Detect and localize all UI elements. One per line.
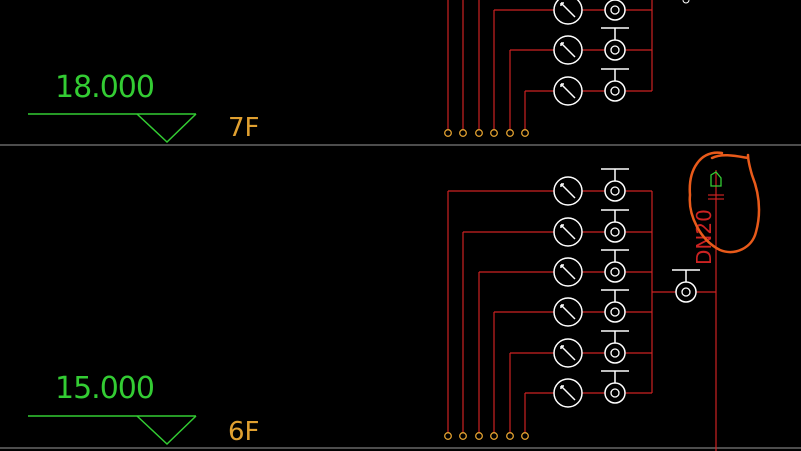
valve-icon xyxy=(601,289,629,323)
gauge-icon xyxy=(553,0,583,25)
valve-icon xyxy=(601,27,629,61)
valve-icon xyxy=(601,168,629,202)
valve-icon xyxy=(601,370,629,404)
gauge-needle xyxy=(560,345,576,361)
elevation-marker-6f: 15.000 6F xyxy=(28,371,260,447)
gauge-icon xyxy=(553,217,583,247)
pipe-end-icon xyxy=(490,129,498,137)
pipe-end-icon xyxy=(444,129,452,137)
elevation-text-6f: 15.000 xyxy=(55,371,154,406)
pipe-end-icon xyxy=(521,432,529,440)
valve-icon xyxy=(601,68,629,102)
elevation-marker-7f: 18.000 7F xyxy=(28,70,260,144)
fitting-body xyxy=(710,171,722,187)
elevation-text-7f: 18.000 xyxy=(55,70,154,105)
pipe-end-icon xyxy=(521,129,529,137)
gauge-icon xyxy=(553,76,583,106)
gauge-body xyxy=(553,0,583,25)
elevation-marker-icon xyxy=(136,113,197,144)
gauge-icon xyxy=(553,297,583,327)
valve-icon xyxy=(601,330,629,364)
valve-inner xyxy=(610,186,620,196)
gauge-needle xyxy=(560,264,576,280)
pipe-end-icon xyxy=(506,129,514,137)
gauge-icon xyxy=(553,338,583,368)
pipe-end-icon xyxy=(506,432,514,440)
gauge-needle xyxy=(560,224,576,240)
pipe-end-icon xyxy=(490,432,498,440)
valve-inner xyxy=(610,267,620,277)
elevation-marker-icon xyxy=(136,415,197,446)
valve-inner xyxy=(681,287,691,297)
valve-inner xyxy=(610,45,620,55)
gauge-needle xyxy=(560,42,576,58)
floor-label-7f: 7F xyxy=(228,113,260,143)
gauge-needle xyxy=(560,304,576,320)
revision-cloud-icon xyxy=(688,151,761,254)
floor-label-6f: 6F xyxy=(228,417,260,447)
ball-valve-icon xyxy=(672,269,700,303)
valve-icon xyxy=(601,249,629,283)
riser-top-fitting-icon xyxy=(708,171,724,200)
edge-mark xyxy=(682,0,690,4)
valve-icon xyxy=(601,209,629,243)
pipe-end-icon xyxy=(444,432,452,440)
valve-inner xyxy=(610,86,620,96)
valve-inner xyxy=(610,5,620,15)
valve-inner xyxy=(610,348,620,358)
valve-inner xyxy=(610,307,620,317)
main-riser xyxy=(652,0,724,451)
gauge-icon xyxy=(553,378,583,408)
valve-inner xyxy=(610,227,620,237)
valve-inner xyxy=(610,388,620,398)
gauge-needle xyxy=(560,183,576,199)
gauge-needle xyxy=(560,385,576,401)
gauge-needle xyxy=(560,2,576,18)
gauge-icon xyxy=(553,257,583,287)
pipe-end-icon xyxy=(475,432,483,440)
pipe-end-icon xyxy=(459,129,467,137)
pipe-end-icon xyxy=(475,129,483,137)
gauge-icon xyxy=(553,35,583,65)
pipe-end-icon xyxy=(459,432,467,440)
gauge-icon xyxy=(553,176,583,206)
gauge-needle xyxy=(560,83,576,99)
valve-icon xyxy=(604,0,626,21)
riser-group-7f xyxy=(444,0,653,137)
riser-group-6f xyxy=(444,168,653,440)
